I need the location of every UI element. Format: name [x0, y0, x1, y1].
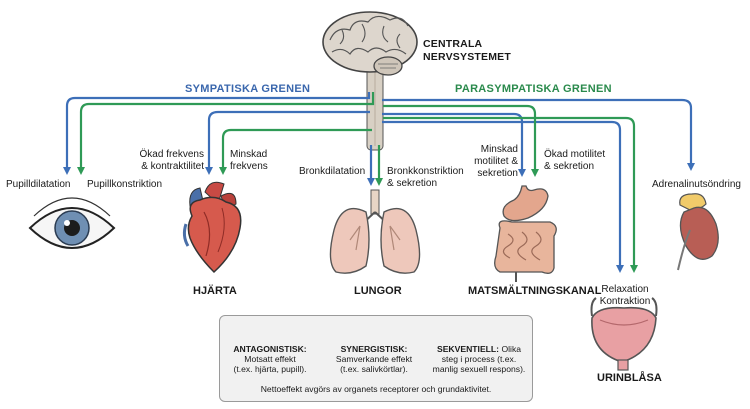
- adrenal-kidney-icon: [677, 193, 719, 271]
- eye-parasympathetic-label: Pupillkonstriktion: [87, 179, 163, 190]
- lungs-icon: [329, 189, 421, 274]
- heart-sympathetic-label-1: Ökad frekvens: [139, 149, 204, 160]
- bladder-title: URINBLÅSA: [597, 372, 662, 384]
- bladder-relaxation-label: Relaxation: [601, 284, 649, 295]
- legend-sequential-line2: steg i process (t.ex.: [441, 354, 517, 364]
- legend-synergistic-line1: Samverkande effekt: [335, 354, 413, 364]
- legend-sequential-title: SEKVENTIELL:: [436, 344, 500, 354]
- heart-sympathetic-label-2: & kontraktilitet: [141, 161, 204, 172]
- legend-sequential-line3: manlig sexuell respons).: [432, 364, 526, 374]
- bladder-contraction-label: Kontraktion: [599, 296, 651, 307]
- legend-sequential: SEKVENTIELL: Olika steg i process (t.ex.…: [428, 344, 530, 374]
- digestive-tract-icon: [494, 185, 557, 282]
- digestive-parasympathetic-label-1: Ökad motilitet: [544, 149, 606, 160]
- legend-synergistic-title: SYNERGISTISK:: [340, 344, 408, 354]
- spinal-cord: [366, 65, 384, 151]
- heart-parasympathetic-label-2: frekvens: [230, 161, 268, 172]
- sympathetic-pathways: [63, 92, 695, 273]
- sympathetic-branch-title: SYMPATISKA GRENEN: [185, 83, 311, 95]
- parasympathetic-pathways: [77, 92, 638, 273]
- lungs-title: LUNGOR: [354, 285, 402, 297]
- legend-synergistic: SYNERGISTISK: Samverkande effekt (t.ex. …: [324, 344, 424, 374]
- legend-sequential-line1: Olika: [501, 344, 522, 354]
- eye-icon: [28, 197, 116, 249]
- legend-antagonistic: ANTAGONISTISK: Motsatt effekt (t.ex. hjä…: [220, 344, 320, 374]
- cns-label-line2: NERVSYSTEMET: [423, 51, 511, 63]
- digestive-title: MATSMÄLTNINGSKANAL: [468, 285, 602, 297]
- lungs-sympathetic-label: Bronkdilatation: [299, 166, 366, 177]
- legend-note: Nettoeffekt avgörs av organets receptore…: [260, 384, 492, 394]
- heart-icon: [182, 181, 242, 274]
- lungs-parasympathetic-label-1: Bronkkonstriktion: [387, 166, 464, 177]
- legend-antagonistic-line2: (t.ex. hjärta, pupill).: [233, 364, 307, 374]
- brain-icon: [322, 11, 418, 76]
- parasympathetic-branch-title: PARASYMPATISKA GRENEN: [455, 83, 612, 95]
- legend-box: ANTAGONISTISK: Motsatt effekt (t.ex. hjä…: [219, 315, 533, 402]
- legend-antagonistic-line1: Motsatt effekt: [244, 354, 296, 364]
- legend-synergistic-line2: (t.ex. salivkörtlar).: [340, 364, 408, 374]
- digestive-sympathetic-label-3: sekretion: [477, 168, 518, 179]
- digestive-sympathetic-label-2: motilitet &: [474, 156, 518, 167]
- digestive-parasympathetic-label-2: & sekretion: [544, 161, 595, 172]
- digestive-sympathetic-label-1: Minskad: [480, 144, 518, 155]
- heart-title: HJÄRTA: [193, 285, 237, 297]
- cns-label-line1: CENTRALA: [423, 38, 483, 50]
- lungs-parasympathetic-label-2: & sekretion: [387, 178, 438, 189]
- eye-sympathetic-label: Pupilldilatation: [6, 179, 71, 190]
- heart-parasympathetic-label-1: Minskad: [230, 149, 268, 160]
- legend-antagonistic-title: ANTAGONISTISK:: [233, 344, 307, 354]
- bladder-icon: [590, 297, 658, 371]
- adrenal-label: Adrenalinutsöndring: [652, 179, 741, 190]
